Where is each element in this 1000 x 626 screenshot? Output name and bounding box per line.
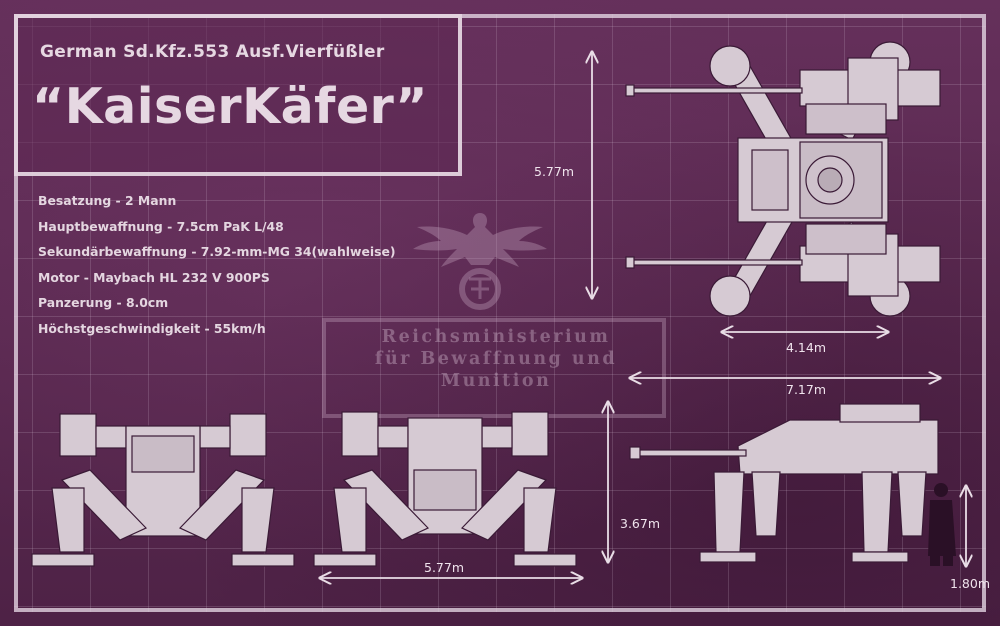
spec-main-armament: Hauptbewaffnung - 7.5cm PaK L/48	[38, 218, 284, 234]
dim-side-height: 3.67m	[620, 516, 661, 531]
side-view-drawing	[629, 403, 939, 563]
eagle-emblem-icon	[413, 213, 547, 310]
dim-front-width: 5.77m	[424, 560, 465, 575]
dim-overall-length: 7.17m	[786, 382, 827, 397]
dim-top-width: 4.14m	[786, 340, 827, 355]
stamp-line-3: Munition	[440, 371, 552, 391]
vehicle-designation: German Sd.Kfz.553 Ausf.Vierfüßler	[40, 42, 385, 62]
spec-secondary-armament: Sekundärbewaffnung - 7.92-mm-MG 34(wahlw…	[38, 244, 396, 259]
human-silhouette-icon	[928, 483, 956, 566]
dim-top-length: 5.77m	[534, 164, 575, 179]
ministry-stamp-text: Reichsministerium für Bewaffnung und Mun…	[328, 326, 664, 392]
spec-list: Besatzung - 2 Mann Hauptbewaffnung - 7.5…	[38, 192, 396, 345]
spec-top-speed: Höchstgeschwindigkeit - 55km/h	[38, 320, 266, 336]
spec-armor: Panzerung - 8.0cm	[38, 295, 169, 310]
stamp-line-2: für Bewaffnung und	[374, 349, 618, 369]
stamp-line-1: Reichsministerium	[381, 327, 611, 347]
dim-figure-height: 1.80m	[950, 576, 991, 591]
dimension-lines	[320, 52, 966, 578]
spec-engine: Motor - Maybach HL 232 V 900PS	[38, 269, 270, 285]
spec-crew: Besatzung - 2 Mann	[38, 193, 177, 208]
top-view-drawing	[625, 41, 941, 317]
ministry-stamp-box	[322, 318, 666, 418]
rear-view-drawing	[313, 411, 577, 567]
title-box	[14, 14, 462, 176]
front-view-drawing	[31, 413, 295, 567]
vehicle-name-title: “KaiserKäfer”	[32, 78, 428, 135]
